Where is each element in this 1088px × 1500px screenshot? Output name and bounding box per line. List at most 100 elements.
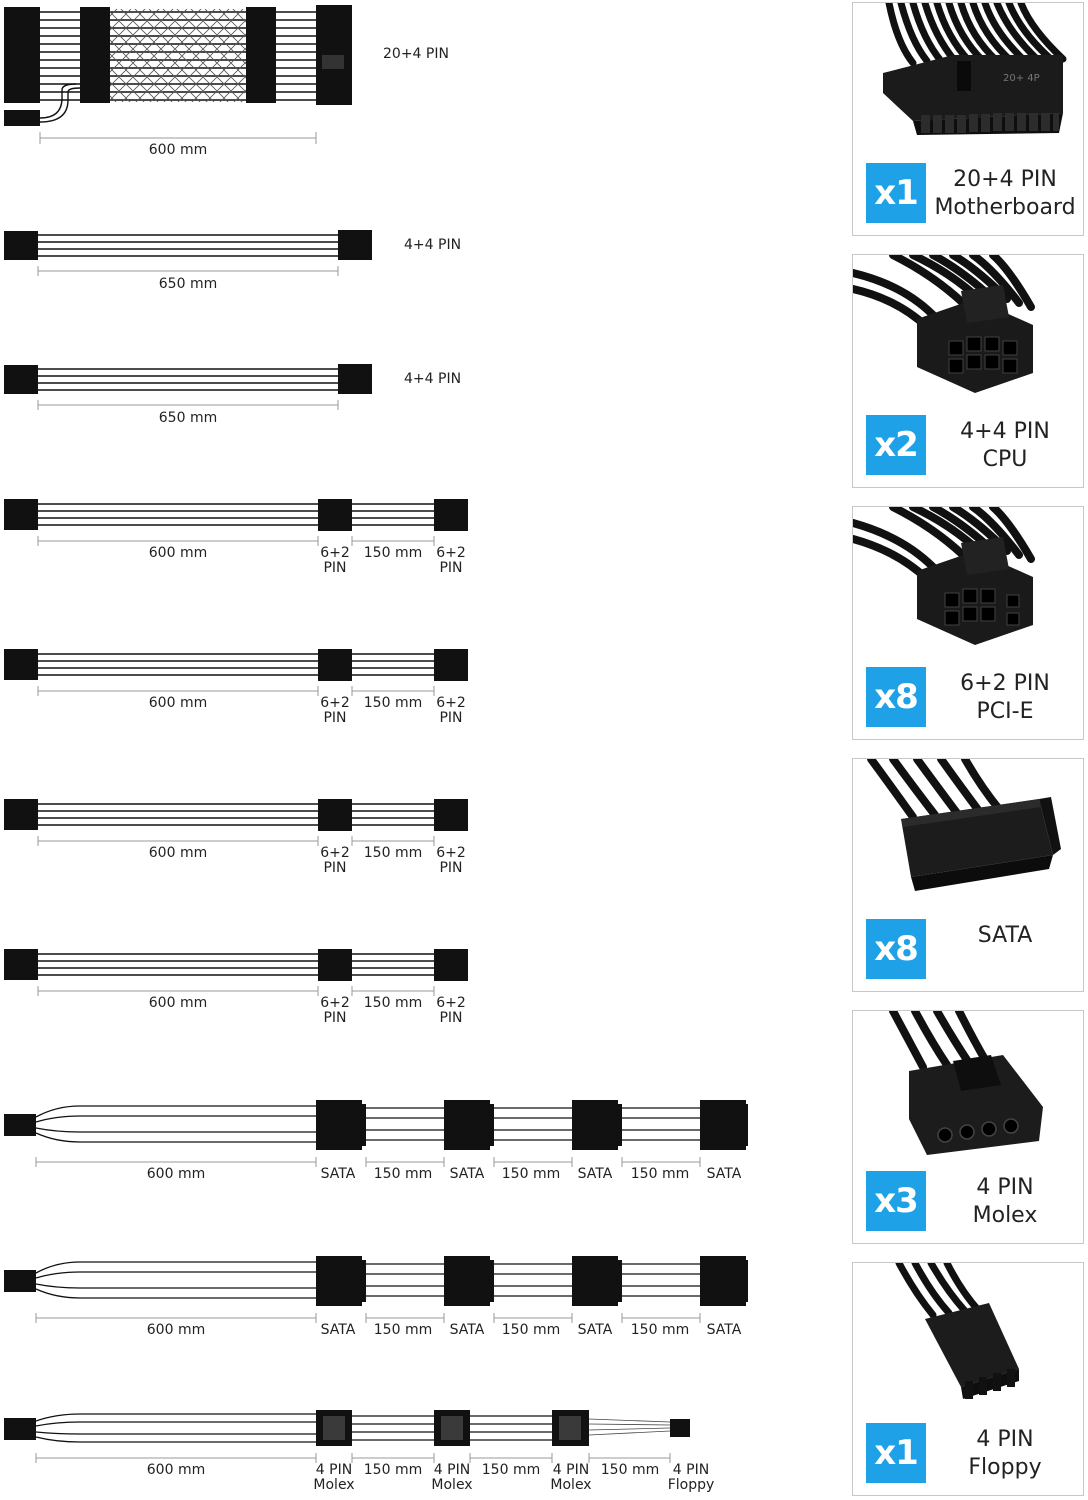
pcie4-end-label-b: PIN <box>439 1010 463 1026</box>
pcie3-gap-label: 150 mm <box>363 845 423 861</box>
pcie-8pin-connector-icon <box>853 507 1035 645</box>
card-title-line1: 4 PIN <box>976 1427 1034 1452</box>
card-motherboard: 20+ 4P x1 20+4 PIN Motherboard <box>852 2 1084 236</box>
atx-24pin-connector-icon: 20+ 4P <box>883 3 1067 135</box>
qty-badge: x8 <box>866 667 926 727</box>
sata1-label-1: SATA <box>320 1166 356 1182</box>
pcie4-length-label: 600 mm <box>148 995 208 1011</box>
pcie1-mid-label-b: PIN <box>323 560 347 576</box>
sata1-label-4: 150 mm <box>501 1166 561 1182</box>
pcie2-length-label: 600 mm <box>148 695 208 711</box>
sata-cable-2 <box>4 1256 748 1323</box>
pcie4-mid-label-a: 6+2 <box>320 995 350 1011</box>
floppy-label-a: 4 PIN <box>672 1462 710 1478</box>
card-title-line1: 4+4 PIN <box>960 419 1050 444</box>
atx-comb-2 <box>246 7 276 103</box>
card-molex: x3 4 PIN Molex <box>852 1010 1084 1244</box>
sata2-label-7: SATA <box>706 1322 742 1338</box>
qty-badge: x3 <box>866 1171 926 1231</box>
pcie3-length-label: 600 mm <box>148 845 208 861</box>
pcie1-mid-label-a: 6+2 <box>320 545 350 561</box>
card-title-line1: 6+2 PIN <box>960 671 1050 696</box>
sata1-label-3: SATA <box>449 1166 485 1182</box>
pcie4-mid-label-b: PIN <box>323 1010 347 1026</box>
molex-connector-icon <box>889 1011 1043 1155</box>
pcie3-mid-label-b: PIN <box>323 860 347 876</box>
cpu1-connector-label: 4+4 PIN <box>404 237 462 253</box>
pcie2-mid-label-b: PIN <box>323 710 347 726</box>
atx-length-label: 600 mm <box>148 142 208 158</box>
card-title-line2: Motherboard <box>934 195 1076 220</box>
card-title: 4 PIN Molex <box>931 1174 1079 1230</box>
card-title-line2: CPU <box>982 447 1028 472</box>
floppy-label-b: Floppy <box>667 1477 715 1493</box>
sata-connector-icon <box>867 759 1061 891</box>
atx-24pin-cable <box>4 5 352 144</box>
sata2-label-2: 150 mm <box>373 1322 433 1338</box>
qty-badge: x8 <box>866 919 926 979</box>
sata2-label-3: SATA <box>449 1322 485 1338</box>
sata1-label-2: 150 mm <box>373 1166 433 1182</box>
atx-mesh-sleeve <box>110 9 246 102</box>
atx-comb-1 <box>80 7 110 103</box>
molex2-label-a: 4 PIN <box>433 1462 471 1478</box>
molex1-label-a: 4 PIN <box>315 1462 353 1478</box>
floppy-connector-icon <box>895 1263 1019 1399</box>
atx-4pin-plug <box>4 110 40 126</box>
card-title: 20+4 PIN Motherboard <box>931 166 1079 222</box>
pcie2-end-label-b: PIN <box>439 710 463 726</box>
card-floppy: x1 4 PIN Floppy <box>852 1262 1084 1496</box>
cpu2-connector-label: 4+4 PIN <box>404 371 462 387</box>
pcie4-gap-label: 150 mm <box>363 995 423 1011</box>
sata2-length-label: 600 mm <box>146 1322 206 1338</box>
molex-cable <box>4 1410 690 1463</box>
pcie1-end-label-a: 6+2 <box>436 545 466 561</box>
molex-gap3-label: 150 mm <box>600 1462 660 1478</box>
cable-drawings <box>4 5 748 1463</box>
qty-badge: x1 <box>866 1423 926 1483</box>
sata1-label-7: SATA <box>706 1166 742 1182</box>
card-pcie: x8 6+2 PIN PCI-E <box>852 506 1084 740</box>
molex3-label-a: 4 PIN <box>552 1462 590 1478</box>
card-title-line1: 20+4 PIN <box>953 167 1057 192</box>
atx-marking-text: 20+ 4P <box>1003 73 1040 84</box>
molex1-label-b: Molex <box>313 1477 355 1493</box>
sata2-label-6: 150 mm <box>630 1322 690 1338</box>
atx-dim-line <box>39 132 317 144</box>
pcie2-gap-label: 150 mm <box>363 695 423 711</box>
atx-plug-left <box>4 7 40 103</box>
pcie3-mid-label-a: 6+2 <box>320 845 350 861</box>
pcie-cable-4 <box>4 949 468 996</box>
card-cpu: x2 4+4 PIN CPU <box>852 254 1084 488</box>
card-title-line2: Floppy <box>968 1455 1042 1480</box>
pcie1-end-label-b: PIN <box>439 560 463 576</box>
pcie2-end-label-a: 6+2 <box>436 695 466 711</box>
card-title-line1: SATA <box>977 923 1033 948</box>
pcie1-length-label: 600 mm <box>148 545 208 561</box>
molex-gap2-label: 150 mm <box>481 1462 541 1478</box>
card-title-line1: 4 PIN <box>976 1175 1034 1200</box>
sata-cable-1 <box>4 1100 748 1167</box>
atx-connector-label: 20+4 PIN <box>383 46 449 62</box>
cpu1-length-label: 650 mm <box>158 276 218 292</box>
card-title: 6+2 PIN PCI-E <box>931 670 1079 726</box>
cable-diagram: 20+4 PIN 600 mm 4+4 PIN 650 mm 4+4 PIN 6… <box>4 5 748 1493</box>
card-title-line2: PCI-E <box>976 699 1034 724</box>
cpu2-length-label: 650 mm <box>158 410 218 426</box>
card-title: SATA <box>931 922 1079 950</box>
qty-badge: x2 <box>866 415 926 475</box>
molex-length-label: 600 mm <box>146 1462 206 1478</box>
pcie-cable-1 <box>4 499 468 546</box>
card-title: 4 PIN Floppy <box>931 1426 1079 1482</box>
card-title-line2: Molex <box>972 1203 1038 1228</box>
eps-8pin-connector-icon <box>853 255 1035 393</box>
sata1-length-label: 600 mm <box>146 1166 206 1182</box>
molex3-label-b: Molex <box>550 1477 592 1493</box>
sata1-label-6: 150 mm <box>630 1166 690 1182</box>
pcie2-mid-label-a: 6+2 <box>320 695 350 711</box>
sata2-label-1: SATA <box>320 1322 356 1338</box>
molex2-label-b: Molex <box>431 1477 473 1493</box>
pcie3-end-label-a: 6+2 <box>436 845 466 861</box>
molex-gap1-label: 150 mm <box>363 1462 423 1478</box>
pcie-cable-2 <box>4 649 468 696</box>
